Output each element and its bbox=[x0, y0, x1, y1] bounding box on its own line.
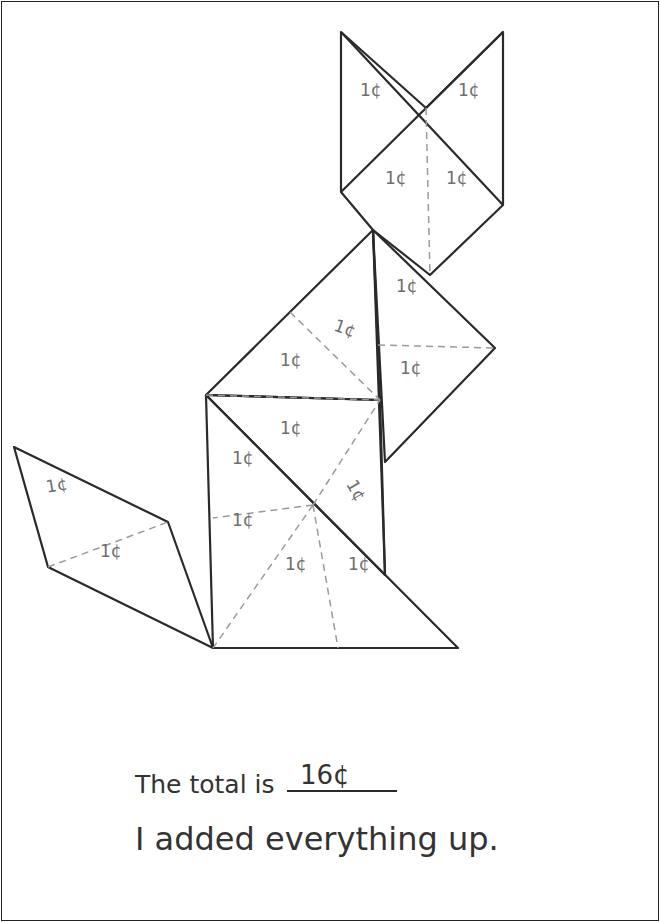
cent-value: 1¢ bbox=[332, 317, 358, 340]
cent-value: 1¢ bbox=[45, 475, 69, 495]
cent-value: 1¢ bbox=[285, 556, 307, 573]
cent-value: 1¢ bbox=[385, 170, 407, 187]
cent-value: 1¢ bbox=[232, 450, 254, 467]
cent-value: 1¢ bbox=[348, 556, 370, 573]
cent-value: 1¢ bbox=[100, 543, 122, 560]
total-prompt: The total is bbox=[135, 772, 275, 797]
total-answer: 16¢ bbox=[300, 762, 350, 788]
explanation: I added everything up. bbox=[135, 823, 499, 855]
cent-value: 1¢ bbox=[343, 477, 369, 504]
cent-value: 1¢ bbox=[446, 170, 468, 187]
cent-value: 1¢ bbox=[232, 512, 254, 529]
cent-value: 1¢ bbox=[458, 82, 480, 99]
cent-value: 1¢ bbox=[280, 420, 302, 437]
cent-value: 1¢ bbox=[400, 360, 422, 377]
cent-value: 1¢ bbox=[360, 82, 382, 99]
answer-blank bbox=[287, 790, 397, 792]
cent-value: 1¢ bbox=[396, 278, 418, 295]
cent-value: 1¢ bbox=[280, 352, 302, 369]
